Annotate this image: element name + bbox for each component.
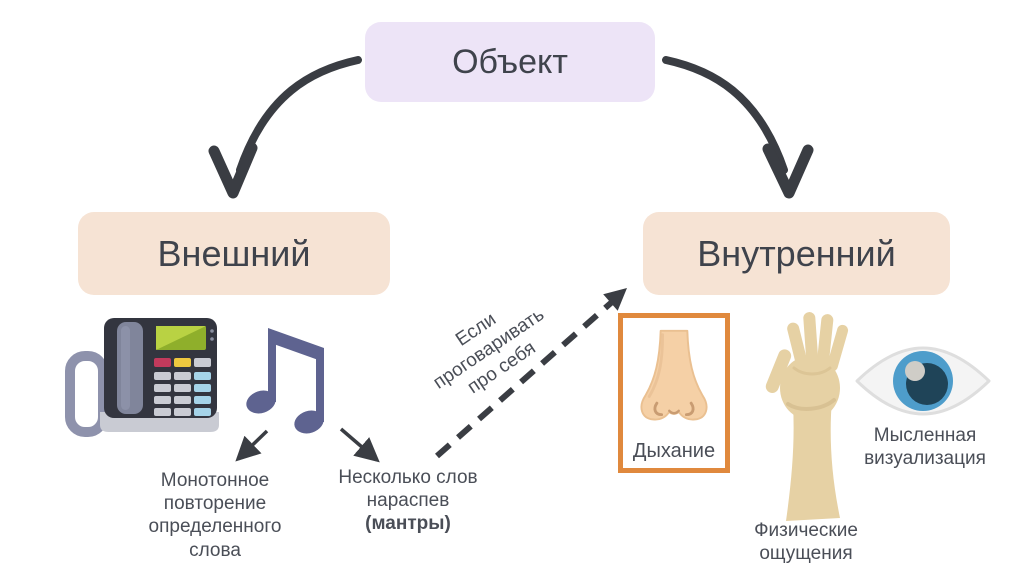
phone-keypad	[154, 358, 211, 416]
arrow-music-to-chant	[339, 427, 380, 463]
dashed-arrow-label: Если проговаривать про себя	[429, 304, 549, 399]
arrow-object-to-internal	[662, 56, 814, 199]
chant-label-text: Несколько слов нараспев	[338, 467, 478, 512]
arm-icon	[748, 306, 863, 524]
visualization-label: Мысленная визуализация	[864, 425, 986, 470]
music-notes-icon	[244, 328, 336, 438]
node-object: Объект	[365, 22, 655, 102]
monotone-label: Монотонное повторение определенного слов…	[148, 470, 282, 561]
breathing-label: Дыхание	[632, 440, 716, 462]
nose-icon	[635, 327, 713, 427]
eye-icon	[851, 344, 995, 418]
chant-label: Несколько слов нараспев (мантры)	[324, 466, 492, 536]
arrow-object-to-external	[208, 56, 362, 199]
node-internal: Внутренний	[643, 212, 950, 295]
breathing-card: Дыхание	[618, 313, 730, 473]
chant-label-bold: (мантры)	[365, 513, 451, 535]
telephone-icon	[62, 312, 227, 440]
sensations-label: Физические ощущения	[754, 520, 858, 565]
phone-cord	[65, 351, 108, 437]
node-external: Внешний	[78, 212, 390, 295]
